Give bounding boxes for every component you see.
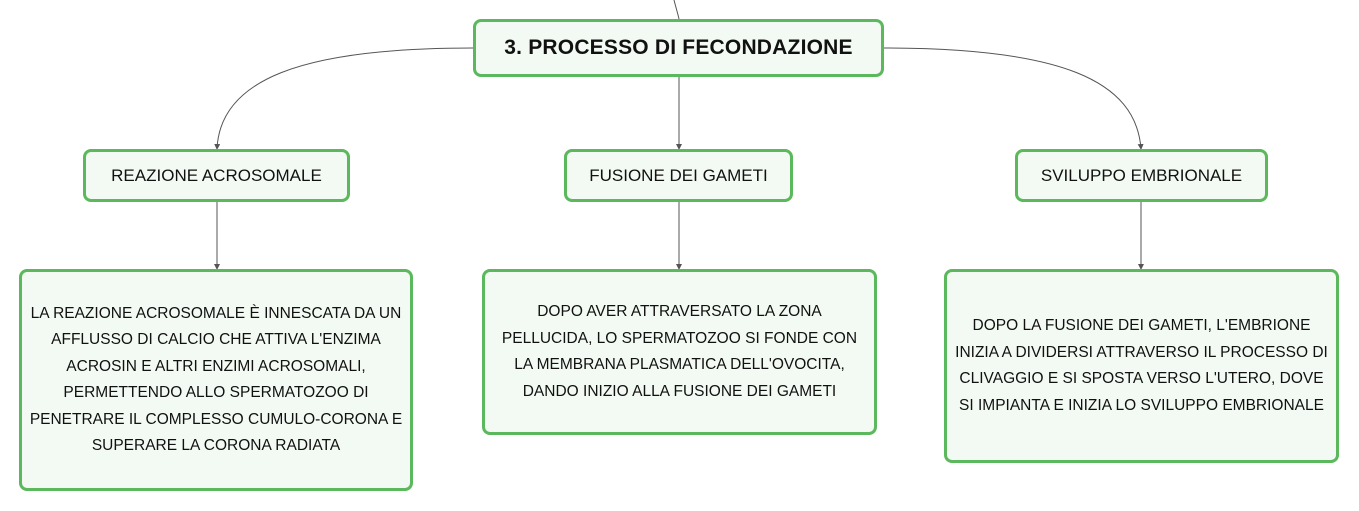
detail-node-reazione-acrosomale[interactable]: LA REAZIONE ACROSOMALE È INNESCATA DA UN… bbox=[19, 269, 413, 491]
topic-node-sviluppo-embrionale[interactable]: SVILUPPO EMBRIONALE bbox=[1015, 149, 1268, 202]
topic-node-label: SVILUPPO EMBRIONALE bbox=[1040, 165, 1243, 185]
topic-node-fusione-dei-gameti[interactable]: FUSIONE DEI GAMETI bbox=[564, 149, 793, 202]
root-node[interactable]: 3. PROCESSO DI FECONDAZIONE bbox=[473, 19, 884, 77]
connector-root-to-reazione bbox=[214, 47, 474, 150]
detail-node-text: DOPO AVER ATTRAVERSATO LA ZONA PELLUCIDA… bbox=[501, 303, 858, 400]
detail-node-fusione-dei-gameti[interactable]: DOPO AVER ATTRAVERSATO LA ZONA PELLUCIDA… bbox=[482, 269, 877, 435]
detail-node-sviluppo-embrionale[interactable]: DOPO LA FUSIONE DEI GAMETI, L'EMBRIONE I… bbox=[944, 269, 1339, 463]
connector-root-to-sviluppo bbox=[883, 47, 1144, 150]
topic-node-label: FUSIONE DEI GAMETI bbox=[589, 165, 768, 185]
topic-node-reazione-acrosomale[interactable]: REAZIONE ACROSOMALE bbox=[83, 149, 350, 202]
connector-parent-to-root bbox=[673, 0, 680, 20]
detail-node-text: LA REAZIONE ACROSOMALE È INNESCATA DA UN… bbox=[29, 304, 403, 455]
topic-node-label: REAZIONE ACROSOMALE bbox=[111, 165, 322, 185]
root-node-label: 3. PROCESSO DI FECONDAZIONE bbox=[504, 36, 853, 59]
detail-node-text: DOPO LA FUSIONE DEI GAMETI, L'EMBRIONE I… bbox=[955, 317, 1328, 414]
